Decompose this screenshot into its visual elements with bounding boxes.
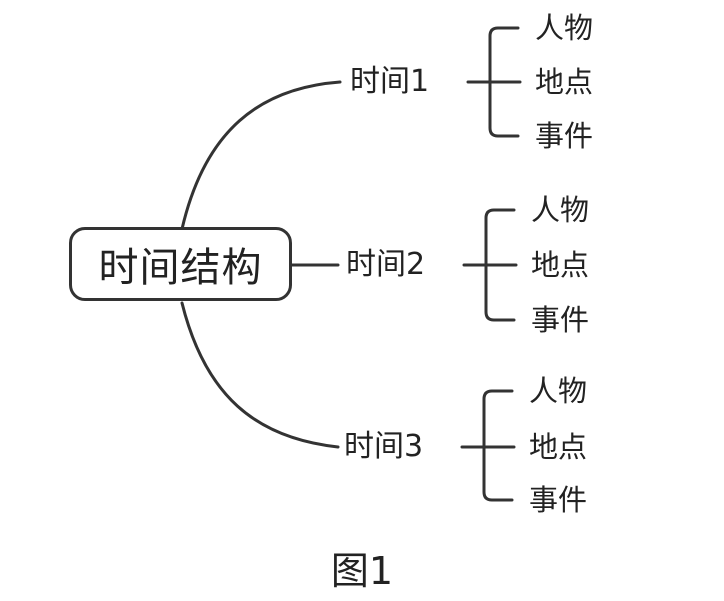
- branch-1-leaf-1: 人物: [535, 11, 594, 45]
- connector-root-branch-3: [180, 301, 340, 449]
- root-node-label: 时间结构: [98, 245, 263, 291]
- branch-3-leaf-2: 地点: [529, 430, 588, 464]
- root-node: 时间结构: [69, 227, 292, 301]
- branch-1-label: 时间1: [350, 64, 430, 99]
- branch-1-leaf-3: 事件: [535, 119, 594, 153]
- branch-2-label: 时间2: [346, 247, 426, 282]
- branch-2-leaf-1: 人物: [531, 193, 590, 227]
- figure-caption: 图1: [330, 549, 394, 593]
- branch-3-leaf-1: 人物: [529, 374, 588, 408]
- branch-3-label: 时间3: [344, 429, 424, 464]
- connector-root-branch-1: [180, 80, 342, 231]
- branch-1-leaf-2: 地点: [535, 65, 594, 99]
- branch-3-leaf-3: 事件: [529, 483, 588, 517]
- branch-2-leaf-3: 事件: [531, 303, 590, 337]
- branch-2-leaf-2: 地点: [531, 248, 590, 282]
